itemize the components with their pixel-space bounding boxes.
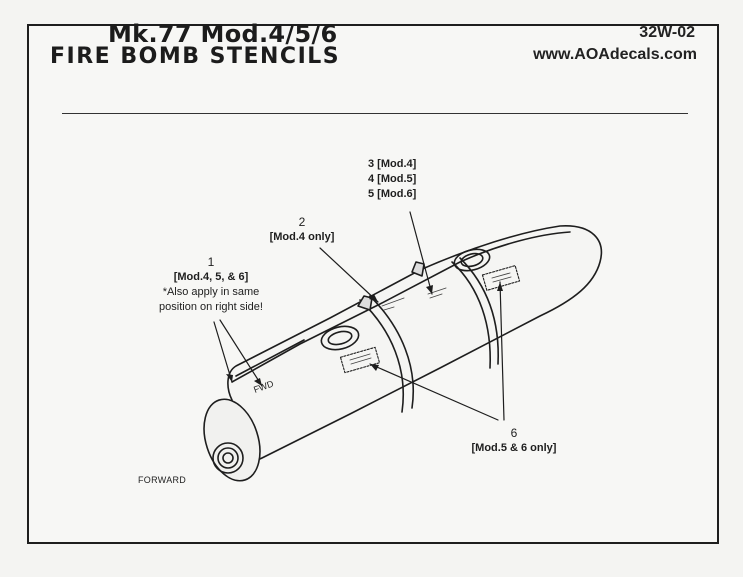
callout-2: 2 [Mod.4 only]: [252, 215, 352, 245]
leader-3: [409, 211, 433, 295]
callout-1-note-2: position on right side!: [159, 301, 263, 313]
callout-3-line: 3 [Mod.4]: [368, 158, 417, 170]
filler-cap-front-inner: [327, 330, 353, 346]
fuze-well-core: [222, 452, 234, 464]
title-line-2: FIRE BOMB STENCILS: [50, 44, 341, 69]
callout-5-line: 5 [Mod.6]: [368, 188, 417, 200]
callout-6-mods: [Mod.5 & 6 only]: [471, 442, 557, 454]
filler-cap-front: [320, 325, 360, 351]
forward-label: FORWARD: [138, 475, 187, 485]
callout-1-note-1: *Also apply in same: [162, 286, 260, 298]
callout-4-line: 4 [Mod.5]: [368, 173, 417, 185]
leader-1b: [219, 319, 263, 387]
top-ridge-2: [235, 339, 305, 377]
leader-6b: [499, 281, 505, 421]
band-ring-front-2: [369, 295, 414, 409]
top-ridge: [231, 231, 571, 383]
filler-cap-rear-inner: [460, 252, 484, 268]
website-link[interactable]: www.AOAdecals.com: [533, 46, 697, 63]
callout-6: 6 [Mod.5 & 6 only]: [460, 426, 568, 456]
callout-3-4-5: 3 [Mod.4] 4 [Mod.5] 5 [Mod.6]: [368, 157, 442, 202]
fuze-well-outer: [212, 442, 244, 474]
leader-2: [319, 247, 379, 303]
header-divider: [62, 113, 688, 114]
callout-2-number: 2: [298, 215, 306, 229]
leader-6a: [369, 363, 499, 421]
callout-2-mods: [Mod.4 only]: [269, 231, 335, 243]
callout-1-mods: [Mod.4, 5, & 6]: [173, 271, 249, 283]
callout-1: 1 [Mod.4, 5, & 6] *Also apply in same po…: [146, 255, 276, 315]
bomb-body-outline: [227, 225, 603, 462]
stencil-3-mark: [427, 287, 447, 299]
band-ring-rear: [451, 261, 491, 369]
callout-1-number: 1: [207, 255, 215, 269]
leader-1a: [213, 321, 233, 383]
filler-cap-rear: [453, 248, 491, 272]
stencil-2-mark: [381, 297, 405, 311]
callout-6-number: 6: [510, 426, 518, 440]
fuze-well-inner: [217, 447, 239, 469]
product-code: 32W-02: [639, 24, 695, 41]
decal-sheet: [27, 24, 719, 544]
title-line-1: Mk.77 Mod.4/5/6: [108, 20, 338, 48]
stencil-box-6a: [339, 346, 381, 374]
stencil-box-6b: [481, 265, 521, 291]
